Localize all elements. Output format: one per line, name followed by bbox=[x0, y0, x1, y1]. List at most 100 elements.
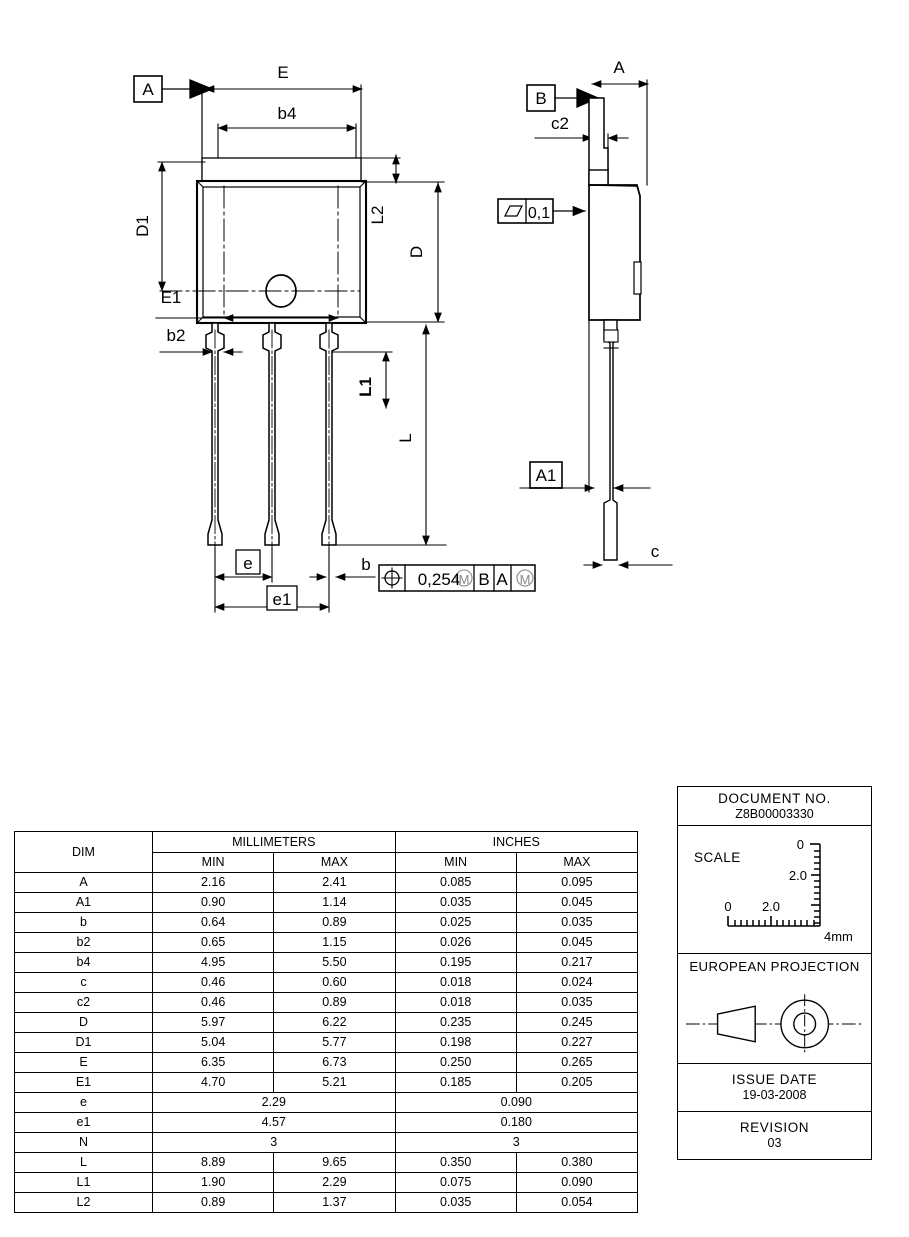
scale-h-mid-label: 2.0 bbox=[762, 899, 780, 914]
dim-b2-label: b2 bbox=[167, 326, 186, 345]
issue-date-value: 19-03-2008 bbox=[742, 1088, 807, 1102]
table-cell-in-min: 0.035 bbox=[394, 1192, 517, 1213]
scale-h-zero-label: 0 bbox=[724, 899, 731, 914]
table-cell-mm-max: 5.50 bbox=[273, 952, 396, 973]
table-cell-dim: b4 bbox=[14, 952, 153, 973]
table-cell-mm-min: 0.46 bbox=[151, 992, 275, 1013]
dim-D-label: D bbox=[407, 246, 426, 258]
table-cell-in-min: 0.350 bbox=[394, 1152, 517, 1173]
table-cell-mm-max: 9.65 bbox=[273, 1152, 396, 1173]
document-no-value: Z8B00003330 bbox=[735, 807, 814, 821]
table-cell-dim: A1 bbox=[14, 892, 153, 913]
table-cell-mm-min: 0.46 bbox=[151, 972, 275, 993]
table-cell-dim: E bbox=[14, 1052, 153, 1073]
datum-a1-label: A1 bbox=[536, 466, 557, 485]
datum-feature-a1 bbox=[519, 319, 651, 493]
dim-E1-label: E1 bbox=[161, 288, 182, 307]
table-cell-in: 3 bbox=[394, 1132, 638, 1153]
datum-b-label: B bbox=[535, 89, 546, 108]
scale-unit-label: 4mm bbox=[824, 929, 853, 944]
package-outline-drawing: A E b4 D1 E1 L2 D b2 L1 L e e1 b 0,254 M… bbox=[133, 58, 673, 613]
table-header-in-min: MIN bbox=[394, 852, 517, 873]
table-cell-dim: E1 bbox=[14, 1072, 153, 1093]
table-header-in-max: MAX bbox=[515, 852, 639, 873]
table-cell-in-max: 0.045 bbox=[515, 932, 639, 953]
dim-D1 bbox=[157, 161, 206, 292]
dim-b4-label: b4 bbox=[278, 104, 297, 123]
side-view-body bbox=[588, 97, 642, 561]
table-cell-in-min: 0.195 bbox=[394, 952, 517, 973]
document-no-section: DOCUMENT NO. Z8B00003330 bbox=[678, 787, 871, 826]
dimensions-table: DIM MILLIMETERS INCHES MIN MAX MIN MAX A… bbox=[14, 831, 639, 1213]
dim-L2 bbox=[355, 154, 445, 184]
table-cell-dim: b bbox=[14, 912, 153, 933]
table-cell-dim: e bbox=[14, 1092, 153, 1113]
table-cell-in: 0.180 bbox=[394, 1112, 638, 1133]
dim-b-label: b bbox=[361, 555, 370, 574]
table-cell-mm-max: 2.29 bbox=[273, 1172, 396, 1193]
scale-v-mid-label: 2.0 bbox=[789, 868, 807, 883]
package-tab bbox=[201, 157, 362, 183]
table-cell-in-min: 0.085 bbox=[394, 872, 517, 893]
table-cell-in-max: 0.380 bbox=[515, 1152, 639, 1173]
table-cell-mm-min: 8.89 bbox=[151, 1152, 275, 1173]
table-cell-mm-max: 6.22 bbox=[273, 1012, 396, 1033]
table-cell-in-min: 0.198 bbox=[394, 1032, 517, 1053]
dim-E-label: E bbox=[277, 63, 288, 82]
table-cell-mm-min: 6.35 bbox=[151, 1052, 275, 1073]
dim-A-label: A bbox=[613, 58, 625, 77]
fcf-datum-2-modifier: M bbox=[520, 572, 531, 587]
table-cell-in-max: 0.265 bbox=[515, 1052, 639, 1073]
dim-D bbox=[365, 182, 445, 323]
fcf-datum-2: A bbox=[496, 570, 508, 589]
table-cell-in-max: 0.095 bbox=[515, 872, 639, 893]
table-cell-in-min: 0.250 bbox=[394, 1052, 517, 1073]
table-cell-in-min: 0.035 bbox=[394, 892, 517, 913]
table-cell-mm-max: 5.77 bbox=[273, 1032, 396, 1053]
dim-e1-label: e1 bbox=[273, 590, 292, 609]
dim-L2-label: L2 bbox=[368, 206, 387, 225]
issue-date-section: ISSUE DATE 19-03-2008 bbox=[678, 1064, 871, 1112]
table-cell-in-min: 0.075 bbox=[394, 1172, 517, 1193]
table-cell-mm-min: 0.90 bbox=[151, 892, 275, 913]
datum-feature-b bbox=[526, 84, 600, 121]
dim-L bbox=[335, 324, 447, 546]
table-cell-in-max: 0.024 bbox=[515, 972, 639, 993]
dim-e bbox=[214, 547, 273, 583]
scale-label: SCALE bbox=[694, 850, 741, 865]
table-header-mm-max: MAX bbox=[273, 852, 396, 873]
table-cell-in-min: 0.025 bbox=[394, 912, 517, 933]
dim-e-label: e bbox=[243, 554, 252, 573]
table-header-millimeters: MILLIMETERS bbox=[152, 831, 396, 853]
table-cell-in-min: 0.185 bbox=[394, 1072, 517, 1093]
table-cell-in-max: 0.245 bbox=[515, 1012, 639, 1033]
datum-feature-a bbox=[133, 75, 214, 179]
scale-ruler-icon: 0 2.0 0 2.0 4mm bbox=[724, 837, 853, 944]
table-header-dim: DIM bbox=[14, 831, 153, 873]
table-cell-mm-min: 1.90 bbox=[151, 1172, 275, 1193]
table-cell-in-min: 0.018 bbox=[394, 992, 517, 1013]
table-cell-in-max: 0.090 bbox=[515, 1172, 639, 1193]
scale-section: SCALE bbox=[678, 826, 871, 954]
table-cell-dim: N bbox=[14, 1132, 153, 1153]
table-cell-mm-min: 0.64 bbox=[151, 912, 275, 933]
table-cell-dim: D bbox=[14, 1012, 153, 1033]
table-cell-in-max: 0.217 bbox=[515, 952, 639, 973]
table-cell-in: 0.090 bbox=[394, 1092, 638, 1113]
dim-c2-label: c2 bbox=[551, 114, 569, 133]
body-centerlines bbox=[159, 185, 361, 319]
table-cell-in-max: 0.035 bbox=[515, 992, 639, 1013]
dim-L1 bbox=[331, 351, 393, 409]
